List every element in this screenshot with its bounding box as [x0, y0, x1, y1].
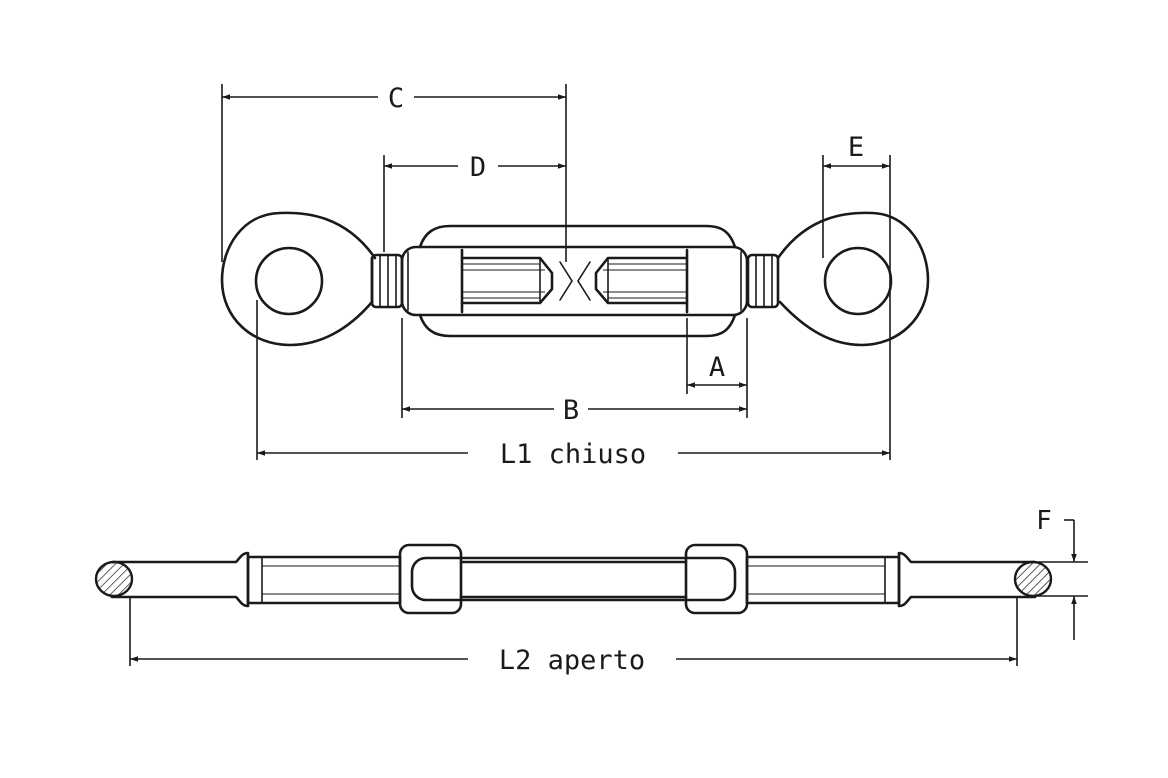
left-rod — [94, 551, 402, 608]
right-rod — [745, 551, 1053, 608]
dimension-f: F — [1036, 506, 1077, 640]
label-d: D — [470, 152, 486, 183]
threaded-rods — [460, 256, 689, 305]
label-l2: L2 aperto — [499, 645, 645, 676]
label-f: F — [1036, 506, 1052, 536]
dimension-e: E — [823, 132, 890, 169]
label-a: A — [709, 352, 725, 383]
dimension-c: C — [222, 83, 566, 114]
label-e: E — [848, 132, 864, 163]
dimension-b: B — [402, 395, 747, 426]
dimension-l1: L1 chiuso — [257, 439, 890, 470]
dimension-d: D — [384, 152, 566, 183]
right-eye — [746, 211, 930, 347]
extension-lines — [221, 84, 891, 460]
left-eye — [220, 211, 404, 347]
turnbuckle-body — [400, 224, 749, 338]
label-c: C — [388, 83, 404, 114]
bottom-view: F L2 aperto — [94, 506, 1088, 676]
label-l1: L1 chiuso — [500, 439, 646, 470]
top-view: C D E A B L1 chiuso — [220, 83, 930, 470]
label-b: B — [563, 395, 579, 426]
open-body — [398, 543, 749, 615]
dimension-l2: L2 aperto — [130, 645, 1017, 676]
dimension-a: A — [687, 352, 747, 388]
